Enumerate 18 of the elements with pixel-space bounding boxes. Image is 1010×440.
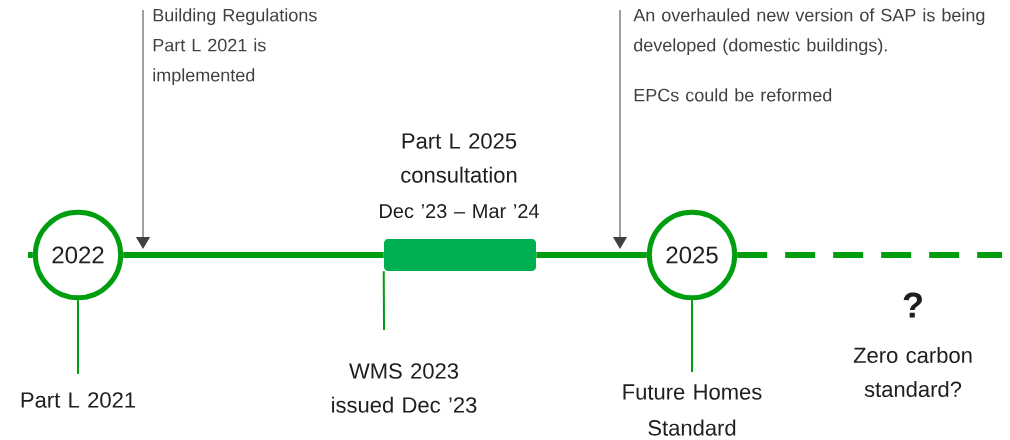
leader-line [77,299,79,375]
annotation-arrow [613,9,627,249]
milestone-label: Part L 2021 [21,392,135,408]
date-range: Dec ’23 – Mar ’24 [380,203,539,219]
bar-heading: Part L 2025 consultation [401,133,517,183]
annotation-text: Building Regulations Part L 2021 is implemented [153,8,317,86]
milestone-label: Zero carbon standard? [853,346,972,398]
annotation-arrow [136,9,150,249]
leader-line [382,270,385,331]
timeline-line [123,252,384,258]
leader-line [691,299,693,374]
timeline-line [28,252,33,258]
timeline-line [536,252,647,258]
annotation-text: An overhauled new version of SAP is being developed (domestic buildings). [633,8,985,56]
note-text: EPCs could be reformed [634,88,832,102]
milestone-label: WMS 2023 issued Dec ’23 [332,363,477,413]
question-mark: ? [903,292,922,318]
milestone-label: Future Homes Standard [623,384,762,436]
